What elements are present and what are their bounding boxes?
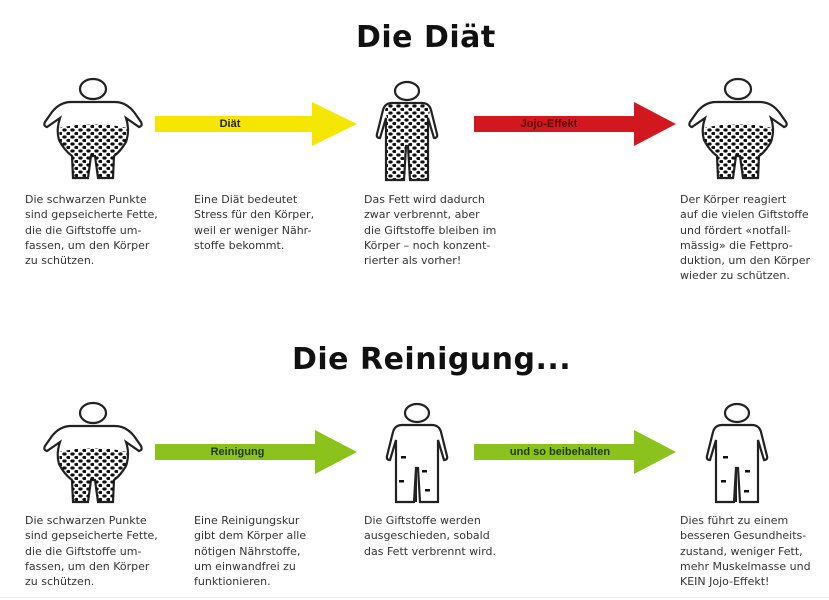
description: Der Körper reagiert auf die vielen Gifts… (680, 193, 810, 283)
description: Die Giftstoffe werden ausgeschieden, sob… (364, 514, 497, 558)
thin-clean-body-figure (382, 398, 452, 508)
fat-body-figure (38, 396, 148, 506)
arrow-right-icon (155, 430, 357, 474)
section-title-cleansing: Die Reinigung... (292, 342, 572, 377)
fat-body-figure (683, 72, 793, 182)
description: Die schwarzen Punkte sind gepseicherte F… (25, 514, 158, 589)
arrow-label: Diät (219, 118, 241, 130)
divider (0, 597, 829, 598)
description: Das Fett wird dadurch zwar verbrennt, ab… (364, 193, 497, 268)
arrow-label: Jojo-Effekt (520, 118, 578, 130)
arrow-right-icon (474, 430, 676, 474)
description: Dies führt zu einem besseren Gesundheits… (680, 514, 811, 589)
thin-clean-body-figure (702, 398, 772, 508)
thin-dotted-body-figure (372, 76, 442, 186)
arrow-jojo-effect: Jojo-Effekt (474, 100, 676, 148)
arrow-right-icon (155, 102, 357, 146)
arrow-label: Reinigung (210, 446, 265, 458)
arrow-diet: Diät (155, 100, 357, 148)
arrow-keep-it: und so beibehalten (474, 428, 676, 476)
section-title-diet: Die Diät (356, 20, 496, 55)
arrow-label: und so beibehalten (509, 446, 611, 458)
description: Eine Diät bedeutet Stress für den Körper… (194, 193, 315, 252)
description: Eine Reinigungskur gibt dem Körper alle … (194, 514, 307, 589)
fat-body-figure (38, 72, 148, 182)
description: Die schwarzen Punkte sind gepseicherte F… (25, 193, 158, 268)
arrow-right-icon (474, 102, 676, 146)
arrow-cleansing: Reinigung (155, 428, 357, 476)
